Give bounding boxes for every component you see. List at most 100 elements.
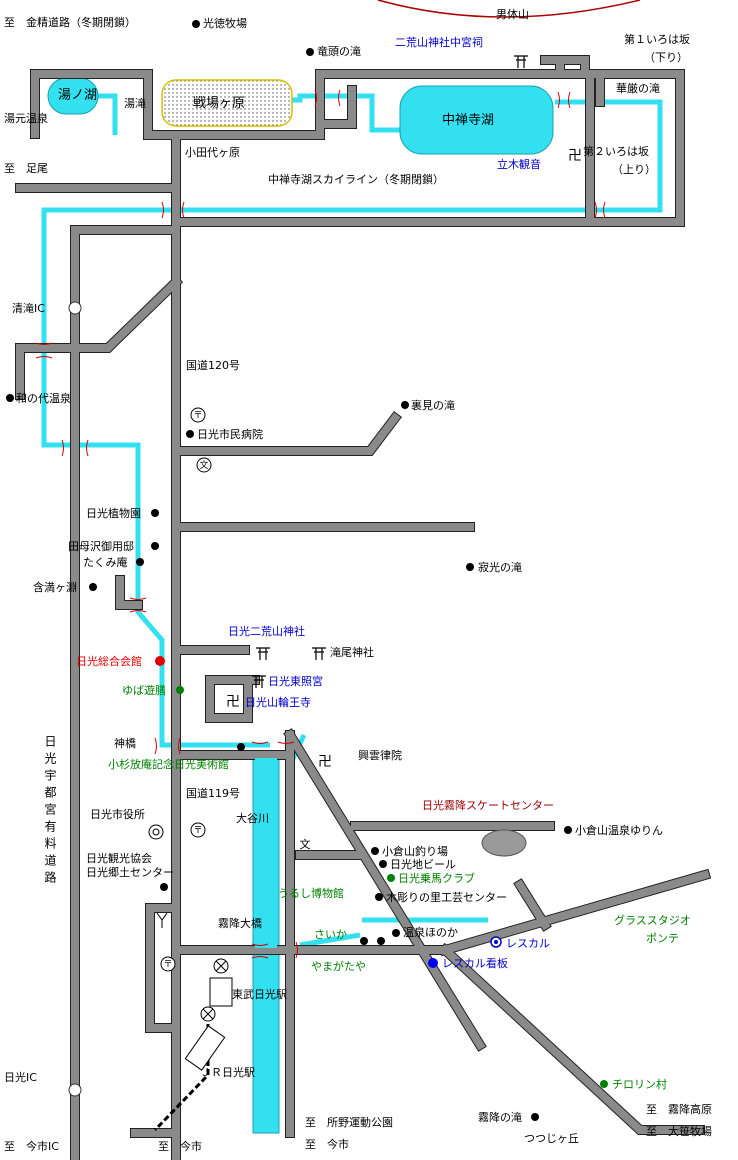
label-expressway: 日光宇都宮有料道路 (43, 735, 57, 888)
label-kosugi: 小杉放庵記念日光美術館 (108, 757, 229, 771)
sogo-kaikan-dot (155, 656, 165, 666)
daiya-river-overlay-2 (255, 956, 277, 1132)
svg-text:〒: 〒 (193, 411, 202, 421)
label-kudari: （下り） (644, 51, 688, 64)
label-toshogu: 日光東照宮 (268, 674, 323, 688)
label-yuba: ゆば遊膳 (122, 683, 166, 697)
svg-text:卍: 卍 (226, 694, 240, 710)
label-ryuzu: 竜頭の滝 (317, 44, 361, 58)
label-horse-club: 日光乗馬クラブ (398, 871, 475, 885)
daiya-river-overlay (255, 758, 277, 948)
label-skyline: 中禅寺湖スカイライン（冬期閉鎖） (268, 172, 444, 186)
label-daiya: 大谷川 (236, 811, 269, 825)
svg-text:卍: 卍 (318, 754, 332, 770)
label-kegon: 華厳の滝 (616, 81, 660, 95)
label-yudaki: 湯滝 (124, 97, 146, 110)
bridge-marks (35, 89, 606, 959)
svg-text:文: 文 (300, 837, 311, 851)
label-kirifuri-bridge: 霧降大橋 (218, 916, 262, 930)
label-rescal: レスカル (506, 937, 550, 950)
tobu-station-building (209, 977, 233, 1007)
jr-station-x (202, 1008, 214, 1020)
label-ogura-fishing: 小倉山釣り場 (382, 844, 448, 858)
rescal-target-center (494, 940, 498, 944)
label-ponte: ポンテ (646, 932, 679, 945)
label-irohazaka1: 第１いろは坂 (624, 32, 690, 46)
label-kokudo120: 国道120号 (186, 358, 240, 372)
label-kinsei: 至 金精道路（冬期閉鎖） (4, 15, 136, 29)
label-tsutsuji: つつじヶ丘 (524, 1132, 579, 1145)
label-saika: さいか (314, 928, 347, 941)
label-senjogahara: 戦場ヶ原 (193, 96, 245, 111)
label-glass: グラススタジオ (614, 913, 691, 927)
label-tachiki: 立木観音 (497, 157, 541, 171)
label-futara-chugushi: 二荒山神社中宮祠 (395, 35, 483, 49)
label-yunoko: 湯ノ湖 (58, 88, 97, 103)
temple-icons: 卍 卍 卍 (226, 148, 582, 770)
label-yamagataya: やまがたや (311, 959, 366, 973)
label-tamozawa: 田母沢御用邸 (68, 539, 134, 553)
label-nikko-ic: 日光IC (4, 1070, 37, 1084)
label-urushi: うるし博物館 (278, 886, 344, 900)
label-kanmangafuchi: 含満ヶ淵 (33, 580, 77, 594)
lake-chuzenji (399, 85, 554, 155)
label-kotoku: 光徳牧場 (203, 16, 247, 30)
facility-glyphs: 〒 文 〒 〒 文 (163, 411, 310, 970)
poi-dots (6, 20, 572, 1121)
tirolin-dot (600, 1080, 608, 1088)
label-city-office: 日光市役所 (90, 807, 145, 821)
label-to-kirifuri-kogen: 至 霧降高原 (646, 1102, 712, 1116)
fire-station-icon (156, 912, 168, 928)
label-ashio: 至 足尾 (4, 162, 48, 175)
svg-text:〒: 〒 (163, 960, 172, 970)
label-tirolin: チロリン村 (612, 1077, 667, 1091)
tobu-station-x (215, 960, 227, 972)
label-sogo-kaikan: 日光総合会館 (76, 654, 142, 668)
label-tobu: 東武日光駅 (232, 987, 287, 1001)
label-honoka: 温泉ほのか (403, 925, 458, 939)
mountain-outline (377, 0, 641, 18)
label-kokudo119: 国道119号 (186, 786, 240, 800)
roads-fill (16, 56, 710, 1160)
label-jakko: 寂光の滝 (478, 560, 522, 574)
label-rinnoji: 日光山輪王寺 (245, 695, 311, 709)
rescal-sign-dot (428, 958, 438, 968)
label-chuzenjiko: 中禅寺湖 (442, 113, 494, 128)
label-hospital: 日光市民病院 (197, 427, 263, 441)
label-to-imaichi-2: 至 今市 (305, 1137, 349, 1151)
label-kyodo-center: 日光郷土センター (86, 865, 174, 879)
label-nantaisan: 男体山 (496, 7, 529, 21)
label-otashiro: 小田代ヶ原 (185, 146, 240, 159)
label-jr: ＪＲ日光駅 (200, 1065, 255, 1079)
skate-center-shape (481, 829, 527, 857)
label-skate: 日光霧降スケートセンター (422, 798, 554, 812)
torii-icons (252, 55, 528, 688)
svg-text:卍: 卍 (568, 148, 582, 164)
kiyotaki-ic-marker (68, 301, 82, 315)
label-koun: 興雲律院 (358, 748, 402, 762)
label-shinkyo: 神橋 (114, 736, 136, 750)
facility-icons (148, 407, 212, 972)
yuba-dot (176, 686, 184, 694)
label-kirifuri-falls: 霧降の滝 (478, 1110, 522, 1124)
label-kankou-kyokai: 日光観光協会 (86, 851, 152, 865)
label-to-imaichi-1: 至 今市 (158, 1139, 202, 1153)
nikko-ic-marker (68, 1083, 82, 1097)
label-kiyotaki-ic: 清滝IC (12, 302, 45, 315)
label-irohazaka2: 第２いろは坂 (583, 144, 649, 158)
label-rescal-sign: レスカル看板 (442, 956, 508, 970)
label-yumoto: 湯元温泉 (4, 111, 48, 125)
label-beer: 日光地ビール (390, 857, 456, 871)
label-futarasan: 日光二荒山神社 (228, 624, 305, 638)
horse-club-dot (387, 874, 395, 882)
jr-station-building (184, 1025, 226, 1071)
label-to-shoya: 至 所野運動公園 (305, 1115, 393, 1129)
svg-text:〒: 〒 (193, 826, 202, 836)
label-takumi: たくみ庵 (83, 555, 127, 569)
label-nobori: （上り） (612, 163, 656, 176)
label-to-imaichi-ic: 至 今市IC (4, 1139, 59, 1153)
label-wanoshiro: 和の代温泉 (16, 391, 71, 405)
svg-text:文: 文 (199, 459, 208, 471)
